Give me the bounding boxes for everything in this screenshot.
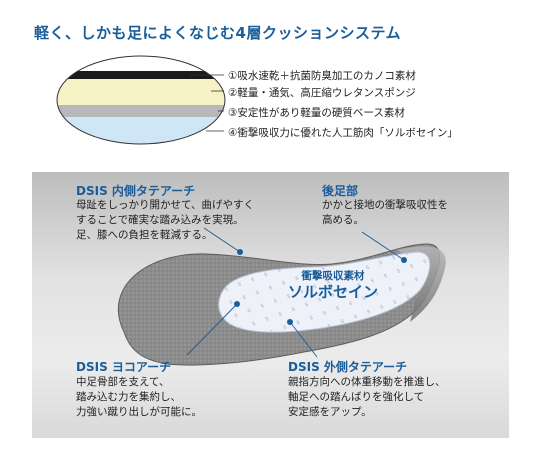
heel-body: かかと接地の衝撃吸収性を 高める。 (322, 198, 448, 228)
outer-arch-line-2: 軸足への踏んばりを強化して (288, 391, 425, 403)
leader-inner-arch (203, 227, 241, 253)
inner-arch-body: 母趾をしっかり開かせて、曲げやすく することで確実な踏み込みを実現。 足、膝への… (76, 198, 254, 243)
leader-outer-arch (289, 321, 318, 358)
sorbo-pad (218, 251, 431, 333)
layer-cross-section (56, 55, 226, 145)
outer-arch-line-3: 安定感をアップ。 (288, 406, 372, 418)
yoko-arch-line-1: 中足骨部を支えて、 (76, 376, 170, 388)
outer-arch-line-1: 親指方向への体重移動を推進し、 (288, 376, 446, 388)
dot-heel (401, 257, 407, 263)
outer-arch-body: 親指方向への体重移動を推進し、 軸足への踏んばりを強化して 安定感をアップ。 (288, 375, 446, 420)
yoko-arch-title: DSIS ヨコアーチ (76, 360, 172, 374)
leader-heel (361, 231, 405, 261)
sorbo-label: 衝撃吸収素材 ソルボセイン (288, 268, 378, 302)
insole-illustration: s (117, 227, 446, 366)
layer-label-3: ③安定性があり軽量の硬質ベース素材 (228, 107, 405, 119)
inner-arch-line-1: 母趾をしっかり開かせて、曲げやすく (76, 199, 254, 211)
heel-title: 後足部 (322, 184, 359, 198)
layer-label-1: ①吸水速乾＋抗菌防臭加工のカノコ素材 (228, 70, 416, 82)
layer-2-urethane (57, 79, 225, 105)
heel-line-1: かかと接地の衝撃吸収性を (322, 199, 448, 211)
dot-outer-arch (287, 319, 293, 325)
inner-arch-line-3: 足、膝への負担を軽減する。 (76, 229, 213, 241)
dot-inner-arch (237, 249, 243, 255)
leader-yoko-arch (186, 303, 238, 356)
yoko-arch-line-3: 力強い蹴り出しが可能に。 (76, 406, 202, 418)
page-title: 軽く、しかも足によくなじむ4層クッションシステム (34, 24, 401, 42)
layer-label-4: ④衝撃吸収力に優れた人工筋肉「ソルボセイン」 (228, 127, 458, 139)
layer-label-2: ②軽量・通気、高圧縮ウレタンスポンジ (228, 87, 416, 99)
inner-arch-title: DSIS 内側タテアーチ (76, 184, 196, 198)
inner-arch-line-2: することで確実な踏み込みを実現。 (76, 214, 244, 226)
yoko-arch-line-2: 踏み込む力を集約し、 (76, 391, 181, 403)
heel-line-2: 高める。 (322, 214, 364, 226)
layer-3-base (57, 105, 225, 117)
sorbo-label-large: ソルボセイン (288, 283, 379, 301)
outer-arch-title: DSIS 外側タテアーチ (288, 360, 408, 374)
layer-1-kanoko (57, 71, 225, 79)
sorbo-label-small: 衝撃吸収素材 (301, 270, 365, 282)
dot-yoko-arch (234, 301, 240, 307)
yoko-arch-body: 中足骨部を支えて、 踏み込む力を集約し、 力強い蹴り出しが可能に。 (76, 375, 202, 420)
insole-panel: s 衝撃吸収素材 ソルボセイン DS (32, 172, 509, 438)
